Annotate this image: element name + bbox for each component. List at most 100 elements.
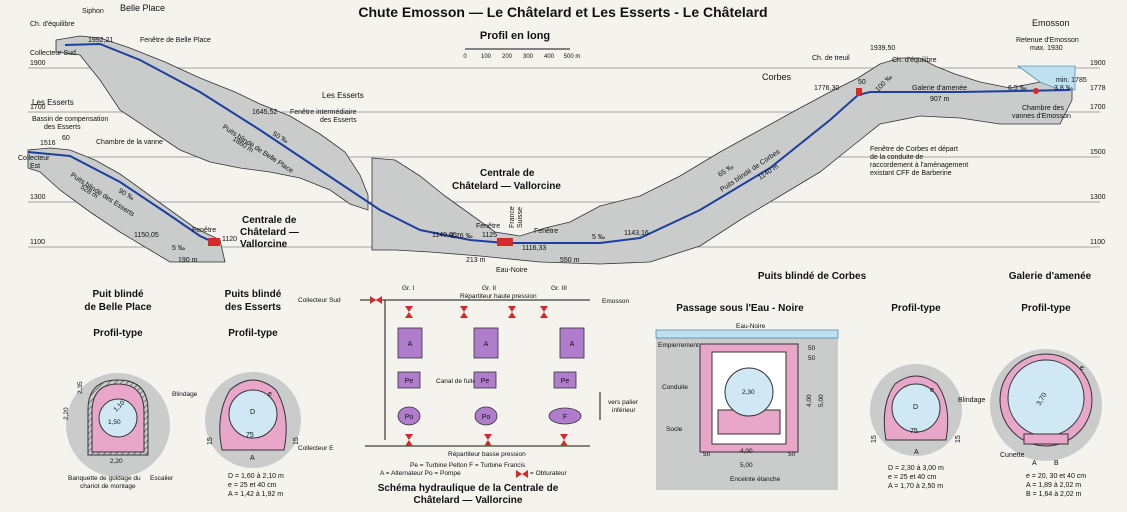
pbp-blindage: Blindage bbox=[172, 391, 198, 398]
valve-lp3 bbox=[560, 434, 568, 446]
galerie-floor bbox=[1023, 433, 1069, 445]
label-elev-1992: 1992,21 bbox=[88, 37, 113, 44]
galerie-e: e bbox=[1080, 365, 1084, 372]
label-les-esserts-left: Les Esserts bbox=[32, 98, 74, 107]
terrain-esserts bbox=[27, 147, 226, 263]
valve-collecteur-sud bbox=[370, 296, 382, 304]
valve-gr3 bbox=[540, 306, 548, 318]
scale-tick-500: 500 m bbox=[564, 54, 581, 60]
corbes-dim-230: 2,30 bbox=[742, 389, 755, 396]
hyd-group-3: Gr. III bbox=[551, 285, 567, 292]
box-pe-label-1: Pe bbox=[405, 378, 414, 385]
pbp-dim-220: 2,20 bbox=[63, 407, 70, 420]
label-les-esserts-mid: Les Esserts bbox=[322, 91, 364, 100]
label-ch-equilibre-right: Ch. d'équilibre bbox=[892, 57, 937, 64]
label-slope-65: 6,5 ‰ bbox=[1008, 85, 1027, 92]
pde-title-2: des Esserts bbox=[225, 302, 282, 313]
box-pe-gr1 bbox=[397, 371, 421, 389]
hyd-group-1: Gr. I bbox=[402, 285, 414, 292]
passage-conduite bbox=[724, 367, 774, 417]
hyd-caption-2: Châtelard — Vallorcine bbox=[414, 495, 523, 506]
label-chambre-vanne: Chambre de la vanne bbox=[96, 139, 163, 146]
label-centrale-left-1: Centrale de bbox=[242, 215, 297, 226]
galerie-spec-2: A = 1,89 à 2,02 m bbox=[1026, 482, 1081, 489]
box-po-gr1 bbox=[397, 406, 421, 426]
label-slope-38: 3,8 ‰ bbox=[1054, 85, 1073, 92]
hyd-legend-2: A = Alternateur Po = Pompe bbox=[380, 470, 461, 477]
corbes-dim-400b: 4,00 bbox=[740, 448, 753, 455]
box-a-label-1: A bbox=[408, 341, 413, 348]
hyd-caption-1: Schéma hydraulique de la Centrale de bbox=[378, 483, 559, 494]
pbp-pipe bbox=[98, 398, 138, 438]
corbes-dim-50d: 50 bbox=[788, 451, 796, 458]
valve-gr1 bbox=[405, 306, 413, 318]
chambre-vannes-marker bbox=[1033, 88, 1039, 94]
box-f-label-3: F bbox=[563, 414, 567, 421]
long-profile: 1900 1700 1500 1300 1100 1900 1700 1500 … bbox=[18, 3, 1106, 274]
label-dist-213: 213 m bbox=[466, 257, 486, 264]
label-elev-1776: 1776,30 bbox=[814, 85, 839, 92]
hydraulic-schema: Collecteur Sud Collecteur E Emosson Gr. … bbox=[298, 285, 639, 506]
scale-tick-400: 400 bbox=[544, 54, 555, 60]
corbes-title: Puits blindé de Corbes bbox=[758, 271, 867, 282]
corbes-d: D bbox=[913, 404, 918, 411]
profile-heading: Profil en long bbox=[480, 30, 550, 42]
pde-dim-75: 75 bbox=[246, 432, 254, 439]
hyd-canal: Canal de fuite bbox=[436, 378, 476, 385]
corbes-enceinte: Enceinte étanche bbox=[730, 476, 781, 483]
pbp-title-1: Puit blindé bbox=[92, 289, 144, 300]
label-fenetre-corbes-1: Fenêtre de Corbes et départ bbox=[870, 146, 958, 153]
section-belle-place: Puit blindé de Belle Place Profil-type 2… bbox=[63, 289, 198, 490]
ch-equilibre-right-marker bbox=[856, 88, 862, 96]
hyd-legend-1: Pe = Turbine Pelton F = Turbine Francis bbox=[410, 462, 526, 469]
elev-right-1900: 1900 bbox=[1090, 60, 1106, 67]
label-ch-treuil: Ch. de treuil bbox=[812, 55, 850, 62]
box-f-gr3 bbox=[548, 407, 582, 425]
elev-left-1100: 1100 bbox=[30, 239, 45, 246]
centrale-mid-marker bbox=[497, 238, 513, 246]
box-pe-label-3: Pe bbox=[561, 378, 570, 385]
label-dist-190: 190 m bbox=[178, 257, 198, 264]
scale-tick-0: 0 bbox=[463, 54, 467, 60]
label-elev-50: 50 bbox=[858, 79, 866, 86]
label-siphon: Siphon bbox=[82, 8, 104, 15]
hyd-collecteur-e: Collecteur E bbox=[298, 445, 334, 452]
corbes-conduite: Conduite bbox=[662, 384, 688, 391]
label-france: France bbox=[509, 206, 516, 228]
terrain-belle-place bbox=[55, 35, 369, 211]
galerie-title: Galerie d'amenée bbox=[1009, 271, 1092, 282]
hyd-rep-haute: Répartiteur haute pression bbox=[460, 293, 537, 300]
corbes-dim-400: 4,00 bbox=[806, 394, 813, 407]
label-retenue-2: max. 1930 bbox=[1030, 45, 1063, 52]
galerie-spec-1: e = 20, 30 et 40 cm bbox=[1026, 473, 1086, 480]
corbes-eau-noire: Eau-Noire bbox=[736, 323, 766, 330]
label-centrale-left-3: Vallorcine bbox=[240, 239, 288, 250]
centrale-left-marker bbox=[208, 238, 220, 246]
label-dist-550: 550 m bbox=[560, 257, 580, 264]
label-fenetre-corbes-3: raccordement à l'aménagement bbox=[870, 162, 968, 169]
box-po-label-2: Po bbox=[482, 414, 491, 421]
pde-dim-15: 15 bbox=[207, 437, 214, 445]
corbes-dim-50c: 50 bbox=[703, 451, 711, 458]
pde-spec-2: e = 25 et 40 cm bbox=[228, 482, 277, 489]
label-slope-5-mid: 5 ‰ bbox=[592, 234, 605, 241]
label-elev-1778: 1778 bbox=[1090, 85, 1106, 92]
pipe-corbes bbox=[505, 89, 1071, 244]
label-dist-907: 907 m bbox=[930, 96, 950, 103]
label-bassin-1: Bassin de compensation bbox=[32, 116, 108, 123]
label-galerie: Galerie d'amenée bbox=[912, 85, 967, 92]
elev-right-1300: 1300 bbox=[1090, 194, 1106, 201]
label-centrale-mid-1: Centrale de bbox=[480, 168, 535, 179]
elev-left-1300: 1300 bbox=[30, 194, 46, 201]
pbp-escalier: Escalier bbox=[150, 475, 174, 482]
box-pe-gr2 bbox=[473, 371, 497, 389]
corbes-spec-3: A = 1,70 à 2,50 m bbox=[888, 483, 943, 490]
box-po-gr2 bbox=[474, 406, 498, 426]
label-suisse: Suisse bbox=[517, 207, 524, 228]
elev-left-1700: 1700 bbox=[30, 104, 46, 111]
box-a-gr1 bbox=[397, 327, 423, 359]
corbes-dim-75: 75 bbox=[910, 428, 918, 435]
pbp-dim-220b: 2,20 bbox=[110, 458, 123, 465]
label-emosson: Emosson bbox=[1032, 18, 1070, 28]
corbes-dim-50a: 50 bbox=[808, 345, 816, 352]
